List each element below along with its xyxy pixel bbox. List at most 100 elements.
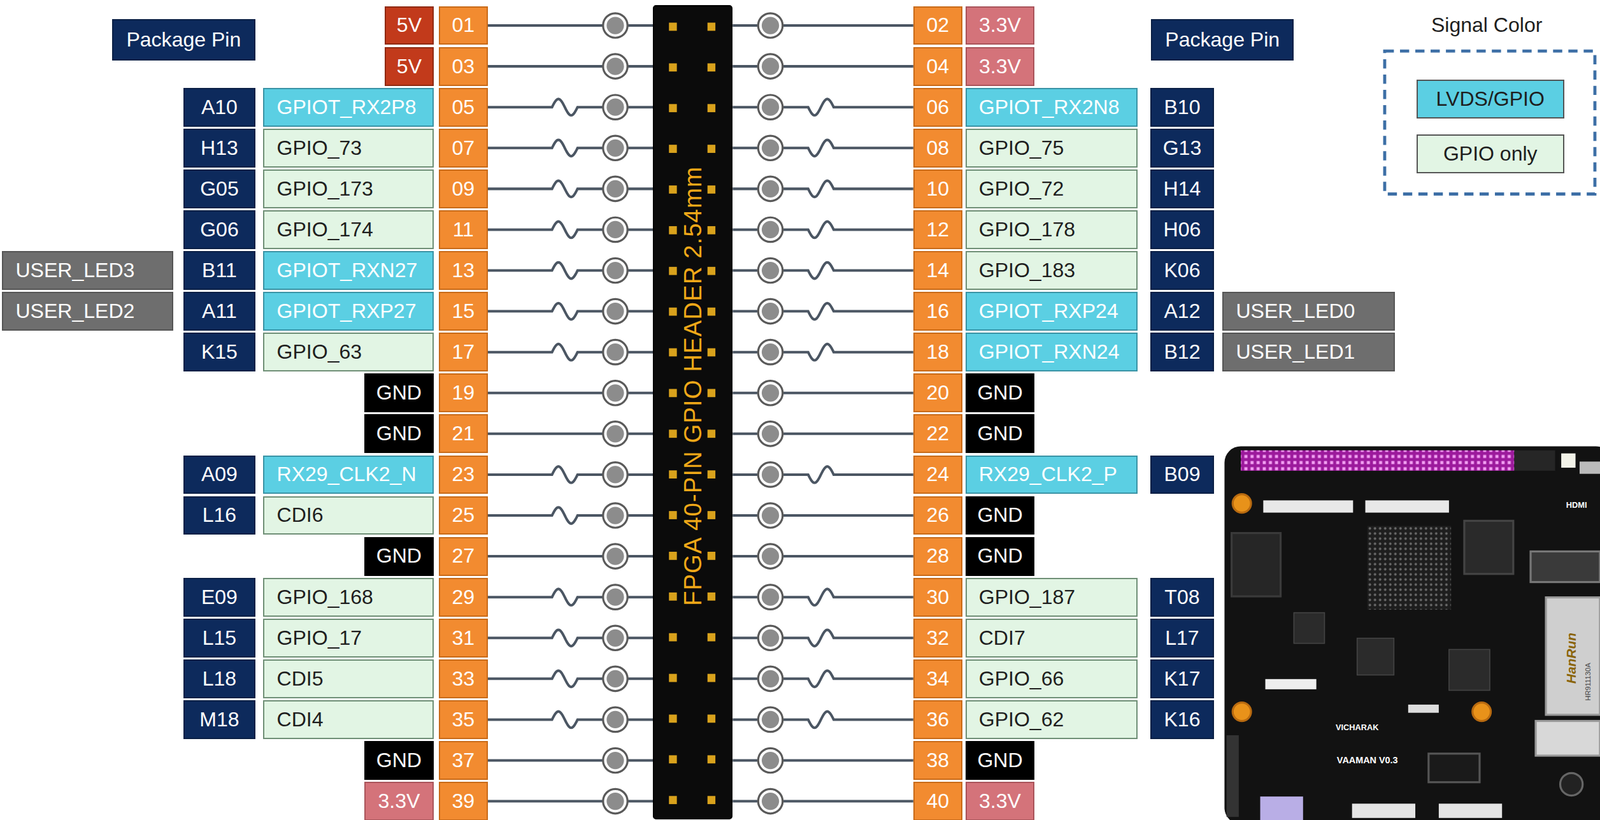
- pin-number-box: 02: [913, 6, 963, 46]
- power-name: 3.3V: [978, 789, 1022, 813]
- socket-core: [606, 792, 624, 810]
- socket-ring: [757, 257, 783, 283]
- socket-ring: [603, 217, 628, 242]
- socket-core: [606, 139, 624, 157]
- lvds-signal-box: GPIOT_RX2P8: [263, 87, 434, 127]
- pin-socket: [757, 339, 783, 364]
- socket-ring: [603, 380, 628, 406]
- socket-ring: [757, 584, 783, 609]
- power-3v3-box: 3.3V: [965, 6, 1036, 46]
- socket-ring: [603, 94, 628, 120]
- package-pin-box: H06: [1150, 210, 1215, 250]
- pin-socket: [603, 54, 628, 79]
- pin-number-box: 14: [913, 250, 963, 290]
- gpio-signal-box: CDI6: [263, 496, 434, 536]
- header-pin: [669, 22, 678, 32]
- package-pin-box: H13: [183, 128, 255, 168]
- pin-number-box: 38: [913, 740, 963, 780]
- socket-core: [761, 16, 779, 34]
- socket-core: [606, 302, 624, 320]
- header-pin: [669, 63, 678, 72]
- ethernet-jack: [1545, 597, 1600, 715]
- signal-name: GPIO_62: [978, 708, 1065, 731]
- usb-c-port: [1260, 796, 1304, 820]
- header-pin: [707, 22, 716, 32]
- package-pin-box: Package Pin: [112, 19, 255, 60]
- pin-number-box: 07: [438, 128, 488, 168]
- pin-number: 19: [452, 381, 476, 404]
- pin-number-box: 03: [438, 47, 488, 86]
- led-name: USER_LED0: [1235, 300, 1355, 323]
- header-pin: [707, 673, 716, 683]
- header-pin: [707, 63, 716, 72]
- power-name: 5V: [396, 14, 422, 37]
- power-3v3-box: 3.3V: [965, 47, 1036, 86]
- pin-number-box: 12: [913, 210, 963, 250]
- signal-name: CDI5: [277, 667, 324, 690]
- socket-ring: [757, 625, 783, 650]
- socket-ring: [757, 94, 783, 120]
- header-pin: [669, 307, 678, 316]
- socket-ring: [757, 13, 783, 38]
- header-pin: [707, 266, 716, 276]
- board-photo: [1224, 445, 1600, 820]
- pin-number-box: 39: [438, 781, 488, 820]
- header-pin: [669, 185, 678, 194]
- pin-number: 22: [926, 422, 950, 445]
- pin-number: 09: [452, 177, 476, 200]
- pin-number-box: 25: [438, 496, 488, 536]
- board-chip: [1293, 612, 1325, 644]
- header-pin: [707, 144, 716, 153]
- package-pin-text: H06: [1163, 218, 1202, 241]
- package-pin-text: L15: [202, 626, 237, 650]
- socket-core: [606, 751, 624, 769]
- board-button: [1561, 453, 1576, 468]
- header-pin: [707, 592, 716, 601]
- package-pin-text: K16: [1163, 708, 1200, 731]
- board-port: [1530, 550, 1600, 582]
- package-pin-text: B12: [1163, 340, 1200, 364]
- gpio-signal-box: GPIO_187: [965, 577, 1139, 617]
- pin-number-box: 10: [913, 169, 963, 209]
- pin-socket: [757, 135, 783, 160]
- header-pin: [707, 226, 716, 235]
- header-pin: [669, 714, 678, 723]
- signal-name: GPIO_183: [978, 259, 1076, 282]
- pin-socket: [603, 135, 628, 160]
- pin-number: 02: [926, 14, 950, 37]
- socket-ring: [757, 462, 783, 487]
- pin-number: 18: [926, 340, 950, 364]
- pin-socket: [757, 54, 783, 79]
- ground-name: GND: [977, 381, 1023, 404]
- pin-number: 06: [926, 96, 950, 119]
- socket-ring: [603, 13, 628, 38]
- legend-swatch: GPIO only: [1416, 134, 1565, 174]
- socket-ring: [757, 543, 783, 569]
- fpga-balls: [1367, 525, 1451, 609]
- signal-name: GPIO_187: [978, 585, 1076, 609]
- audio-jack: [1560, 772, 1583, 795]
- pin-socket: [757, 380, 783, 406]
- header-pin: [669, 795, 678, 804]
- signal-name: GPIO_174: [277, 218, 374, 241]
- pin-socket: [603, 380, 628, 406]
- socket-core: [761, 424, 779, 443]
- socket-core: [606, 710, 624, 729]
- header-pin: [707, 185, 716, 194]
- package-pin-box: Package Pin: [1150, 19, 1294, 60]
- socket-core: [761, 629, 779, 647]
- socket-ring: [757, 339, 783, 364]
- pin-number: 10: [926, 177, 950, 200]
- ground-box: GND: [364, 740, 434, 780]
- header-pin: [669, 633, 678, 642]
- pin-number: 36: [926, 708, 950, 731]
- package-pin-box: L16: [183, 496, 255, 536]
- pin-number-box: 34: [913, 659, 963, 699]
- header-pin: [669, 388, 678, 397]
- package-pin-text: T08: [1164, 585, 1200, 609]
- pin-number: 32: [926, 626, 950, 650]
- signal-name: GPIO_168: [277, 585, 374, 609]
- socket-core: [606, 98, 624, 116]
- header-pin: [707, 795, 716, 804]
- pin-number-box: 09: [438, 169, 488, 209]
